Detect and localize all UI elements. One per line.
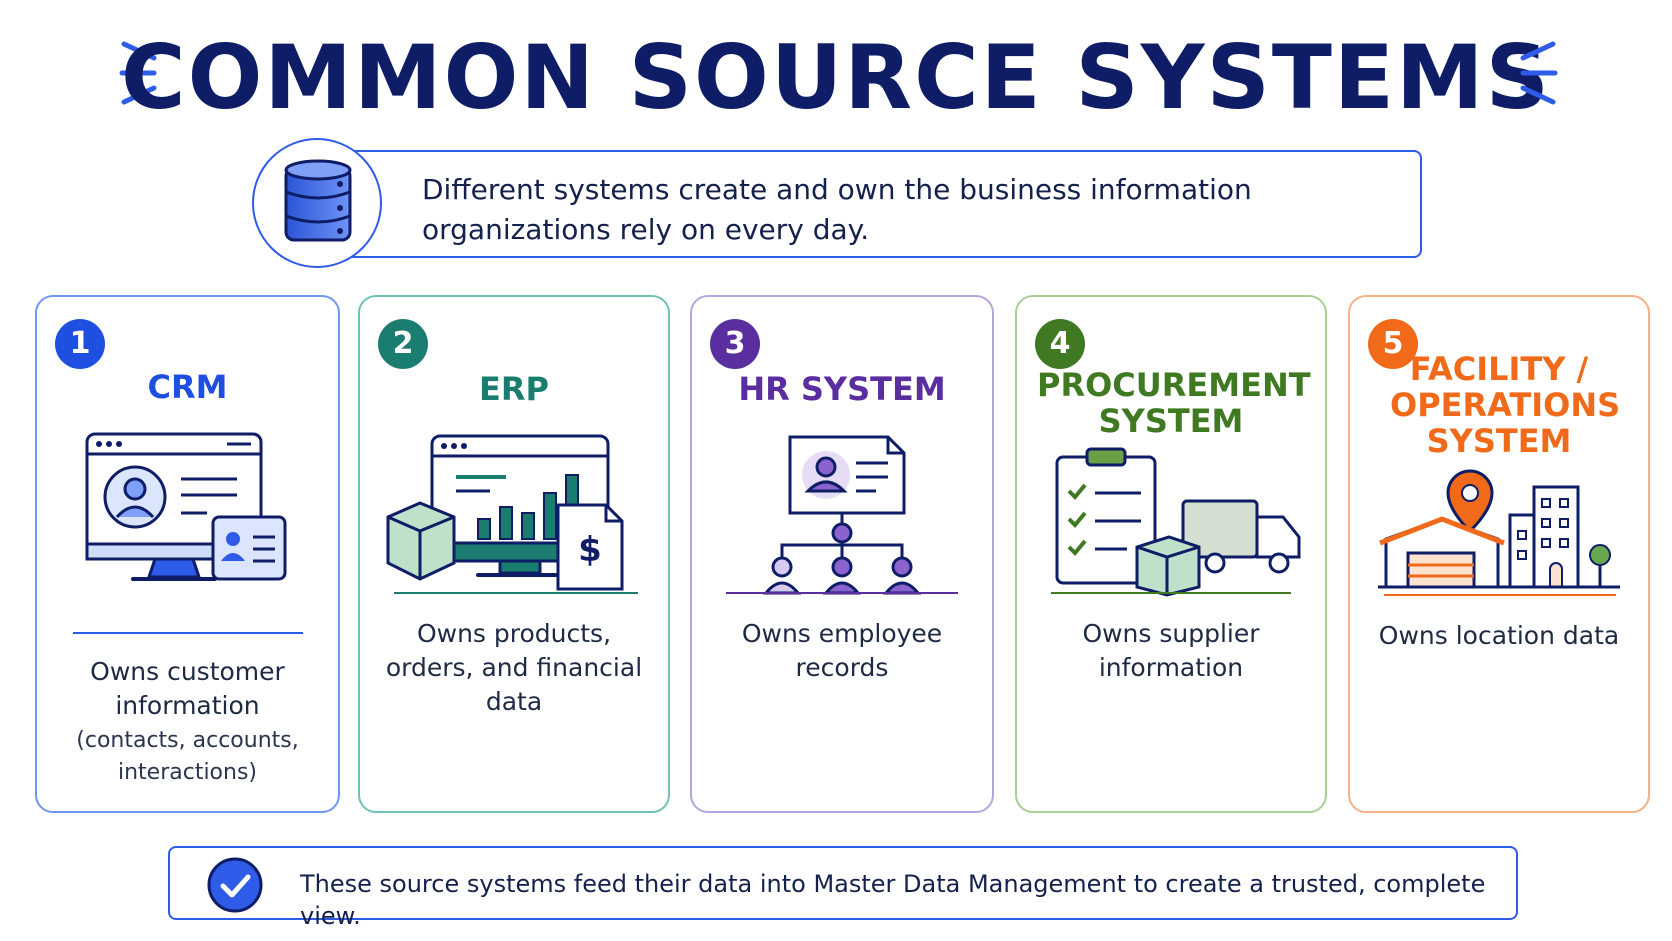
- card-crm: 1 CRM Owns customer information (contact…: [35, 295, 340, 813]
- intro-text: Different systems create and own the bus…: [422, 173, 1252, 246]
- number-badge: 1: [55, 319, 105, 369]
- footer-text: These source systems feed their data int…: [300, 870, 1486, 930]
- card-detail: (contacts, accounts, interactions): [76, 728, 299, 785]
- footer-box: These source systems feed their data int…: [168, 846, 1518, 930]
- card-title: HR SYSTEM: [738, 370, 946, 408]
- card-description: Owns employee records: [741, 619, 943, 682]
- card-divider: [394, 592, 638, 594]
- card-description: Owns customer information: [90, 657, 285, 720]
- card-description: Owns location data: [1378, 621, 1620, 650]
- intro-box: Different systems create and own the bus…: [320, 150, 1422, 258]
- erp-dashboard-icon: $: [386, 434, 624, 591]
- card-title: CRM: [147, 368, 228, 406]
- burst-lines-right-icon: [1520, 41, 1558, 105]
- page-title: COMMON SOURCE SYSTEMS: [121, 26, 1551, 129]
- burst-lines-left-icon: [119, 41, 157, 105]
- location-building-icon: [1378, 469, 1620, 589]
- org-chart-icon: [762, 435, 922, 595]
- number-badge: 5: [1368, 319, 1418, 369]
- card-description: Owns supplier information: [1082, 619, 1260, 682]
- card-divider: [726, 592, 958, 594]
- title-area: COMMON SOURCE SYSTEMS: [0, 20, 1672, 130]
- number-badge: 2: [378, 319, 428, 369]
- card-hr-system: 3 HR SYSTEM Owns employee records: [690, 295, 994, 813]
- svg-text:$: $: [578, 530, 602, 570]
- card-description: Owns products, orders, and financial dat…: [385, 619, 643, 716]
- card-divider: [1051, 592, 1291, 594]
- card-facility-operations-system: 5 FACILITY / OPERATIONS SYSTEM Owns loca…: [1348, 295, 1650, 813]
- database-icon: [284, 159, 352, 242]
- card-title: FACILITY / OPERATIONS SYSTEM: [1390, 350, 1621, 460]
- number-badge: 3: [710, 319, 760, 369]
- monitor-contact-icon: [85, 432, 287, 581]
- card-divider: [73, 632, 303, 634]
- card-title: ERP: [479, 370, 549, 408]
- card-procurement-system: 4 PROCUREMENT SYSTEM Owns supplier infor…: [1015, 295, 1327, 813]
- clipboard-truck-icon: [1055, 447, 1301, 597]
- number-badge: 4: [1035, 319, 1085, 369]
- card-divider: [1384, 594, 1616, 596]
- card-title: PROCUREMENT SYSTEM: [1037, 366, 1311, 440]
- database-badge: [252, 138, 382, 268]
- check-circle-icon: [207, 857, 263, 913]
- card-erp: 2 ERP $ Owns products, orders, and finan…: [358, 295, 670, 813]
